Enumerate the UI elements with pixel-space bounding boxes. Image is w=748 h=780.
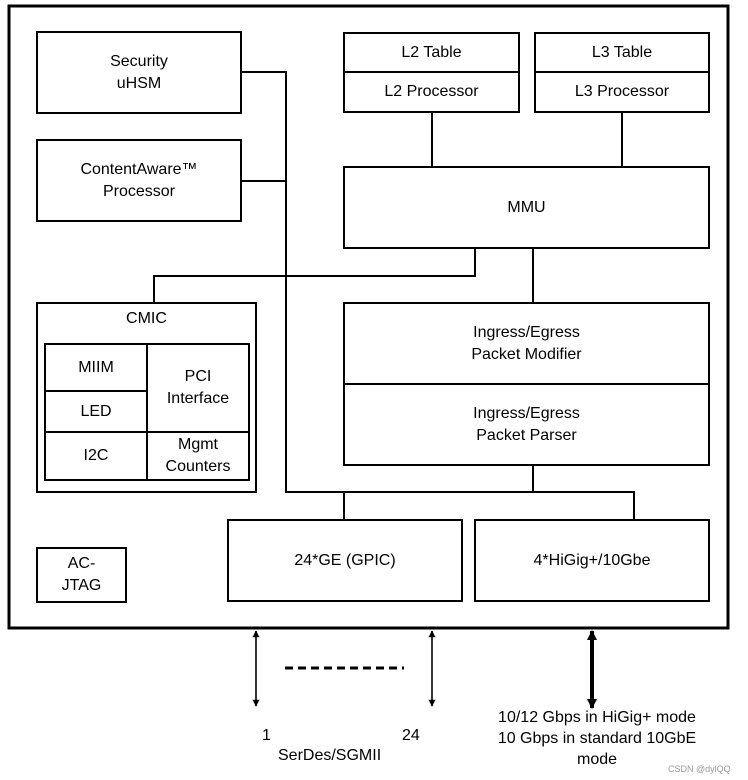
cmic-box [36,302,257,493]
chip-boundary [7,4,730,630]
ac-jtag-label: AC-JTAG [61,555,102,594]
miim-label: MIIM [78,358,114,376]
watermark: CSDN @dylQQ [668,764,731,774]
port-last-label: 24 [402,727,420,744]
l3-table-label: L3 Table [591,43,653,61]
i2c-label: I2C [83,447,109,464]
higig-box [474,519,710,602]
cmic-label: CMIC [126,310,167,327]
higig-label: 4*HiGig+/10Gbe [533,551,651,569]
mmu-box [343,166,710,249]
led-label: LED [80,402,112,420]
l3-processor-label: L3 Processor [574,83,670,100]
interconnects [153,71,635,520]
gpic-label: 24*GE (GPIC) [294,551,396,569]
ac-jtag-box [36,547,127,603]
l2-table-label: L2 Table [401,43,462,61]
mmu-label: MMU [507,198,546,216]
serdes-label: SerDes/SGMII [278,747,382,764]
port-first-label: 1 [262,727,271,744]
l2-processor-label: L2 Processor [384,83,479,100]
